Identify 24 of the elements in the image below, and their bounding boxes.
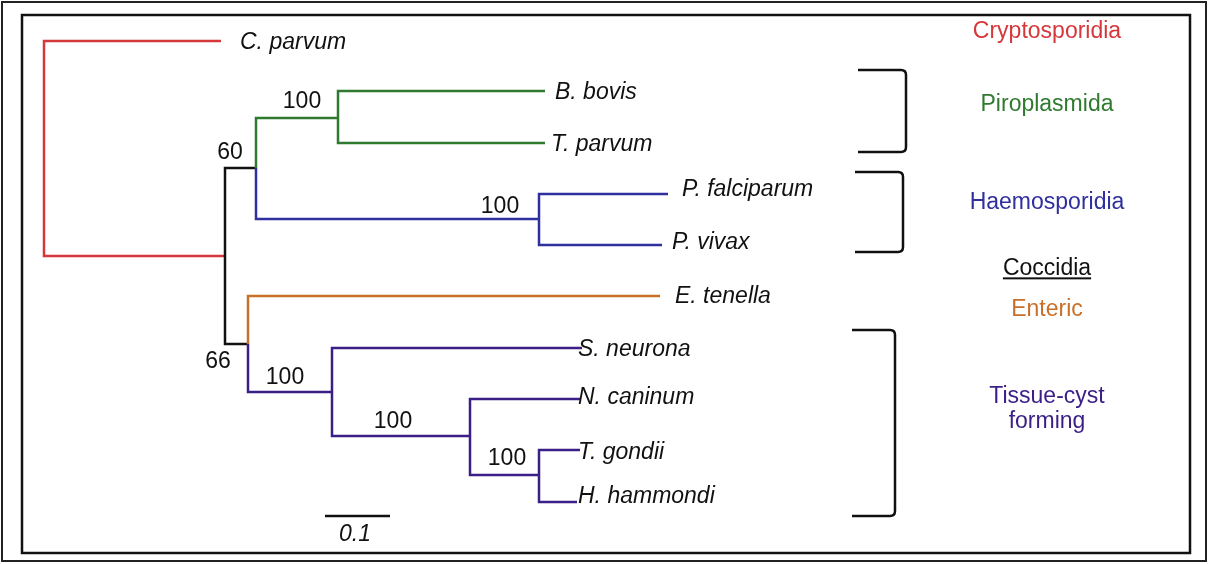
- clade-name: Tissue-cyst forming: [988, 382, 1106, 434]
- species-name: T. gondii: [578, 439, 665, 465]
- bootstrap-value: 66: [205, 348, 231, 374]
- species-name: P. vivax: [672, 229, 750, 255]
- species-name: S. neurona: [578, 336, 691, 362]
- clade-name: Piroplasmida: [980, 91, 1114, 117]
- bootstrap-value: 100: [480, 193, 520, 219]
- species-name: T. parvum: [551, 131, 653, 157]
- clade-name: Enteric: [1011, 296, 1083, 322]
- scale-value: 0.1: [339, 521, 371, 547]
- species-name: P. falciparum: [682, 176, 814, 202]
- species-name: H. hammondi: [578, 483, 715, 509]
- clade-name: Haemosporidia: [969, 189, 1125, 215]
- bootstrap-value: 100: [282, 88, 322, 114]
- species-name: E. tenella: [675, 283, 771, 309]
- bootstrap-value: 100: [373, 408, 413, 434]
- bootstrap-value: 100: [487, 445, 527, 471]
- species-name: N. caninum: [578, 384, 695, 410]
- bootstrap-value: 60: [217, 139, 243, 165]
- species-name: C. parvum: [240, 29, 347, 55]
- bootstrap-value: 100: [265, 364, 305, 390]
- clade-heading: Coccidia: [1002, 255, 1092, 281]
- species-name: B. bovis: [555, 79, 637, 105]
- clade-name: Cryptosporidia: [972, 18, 1122, 44]
